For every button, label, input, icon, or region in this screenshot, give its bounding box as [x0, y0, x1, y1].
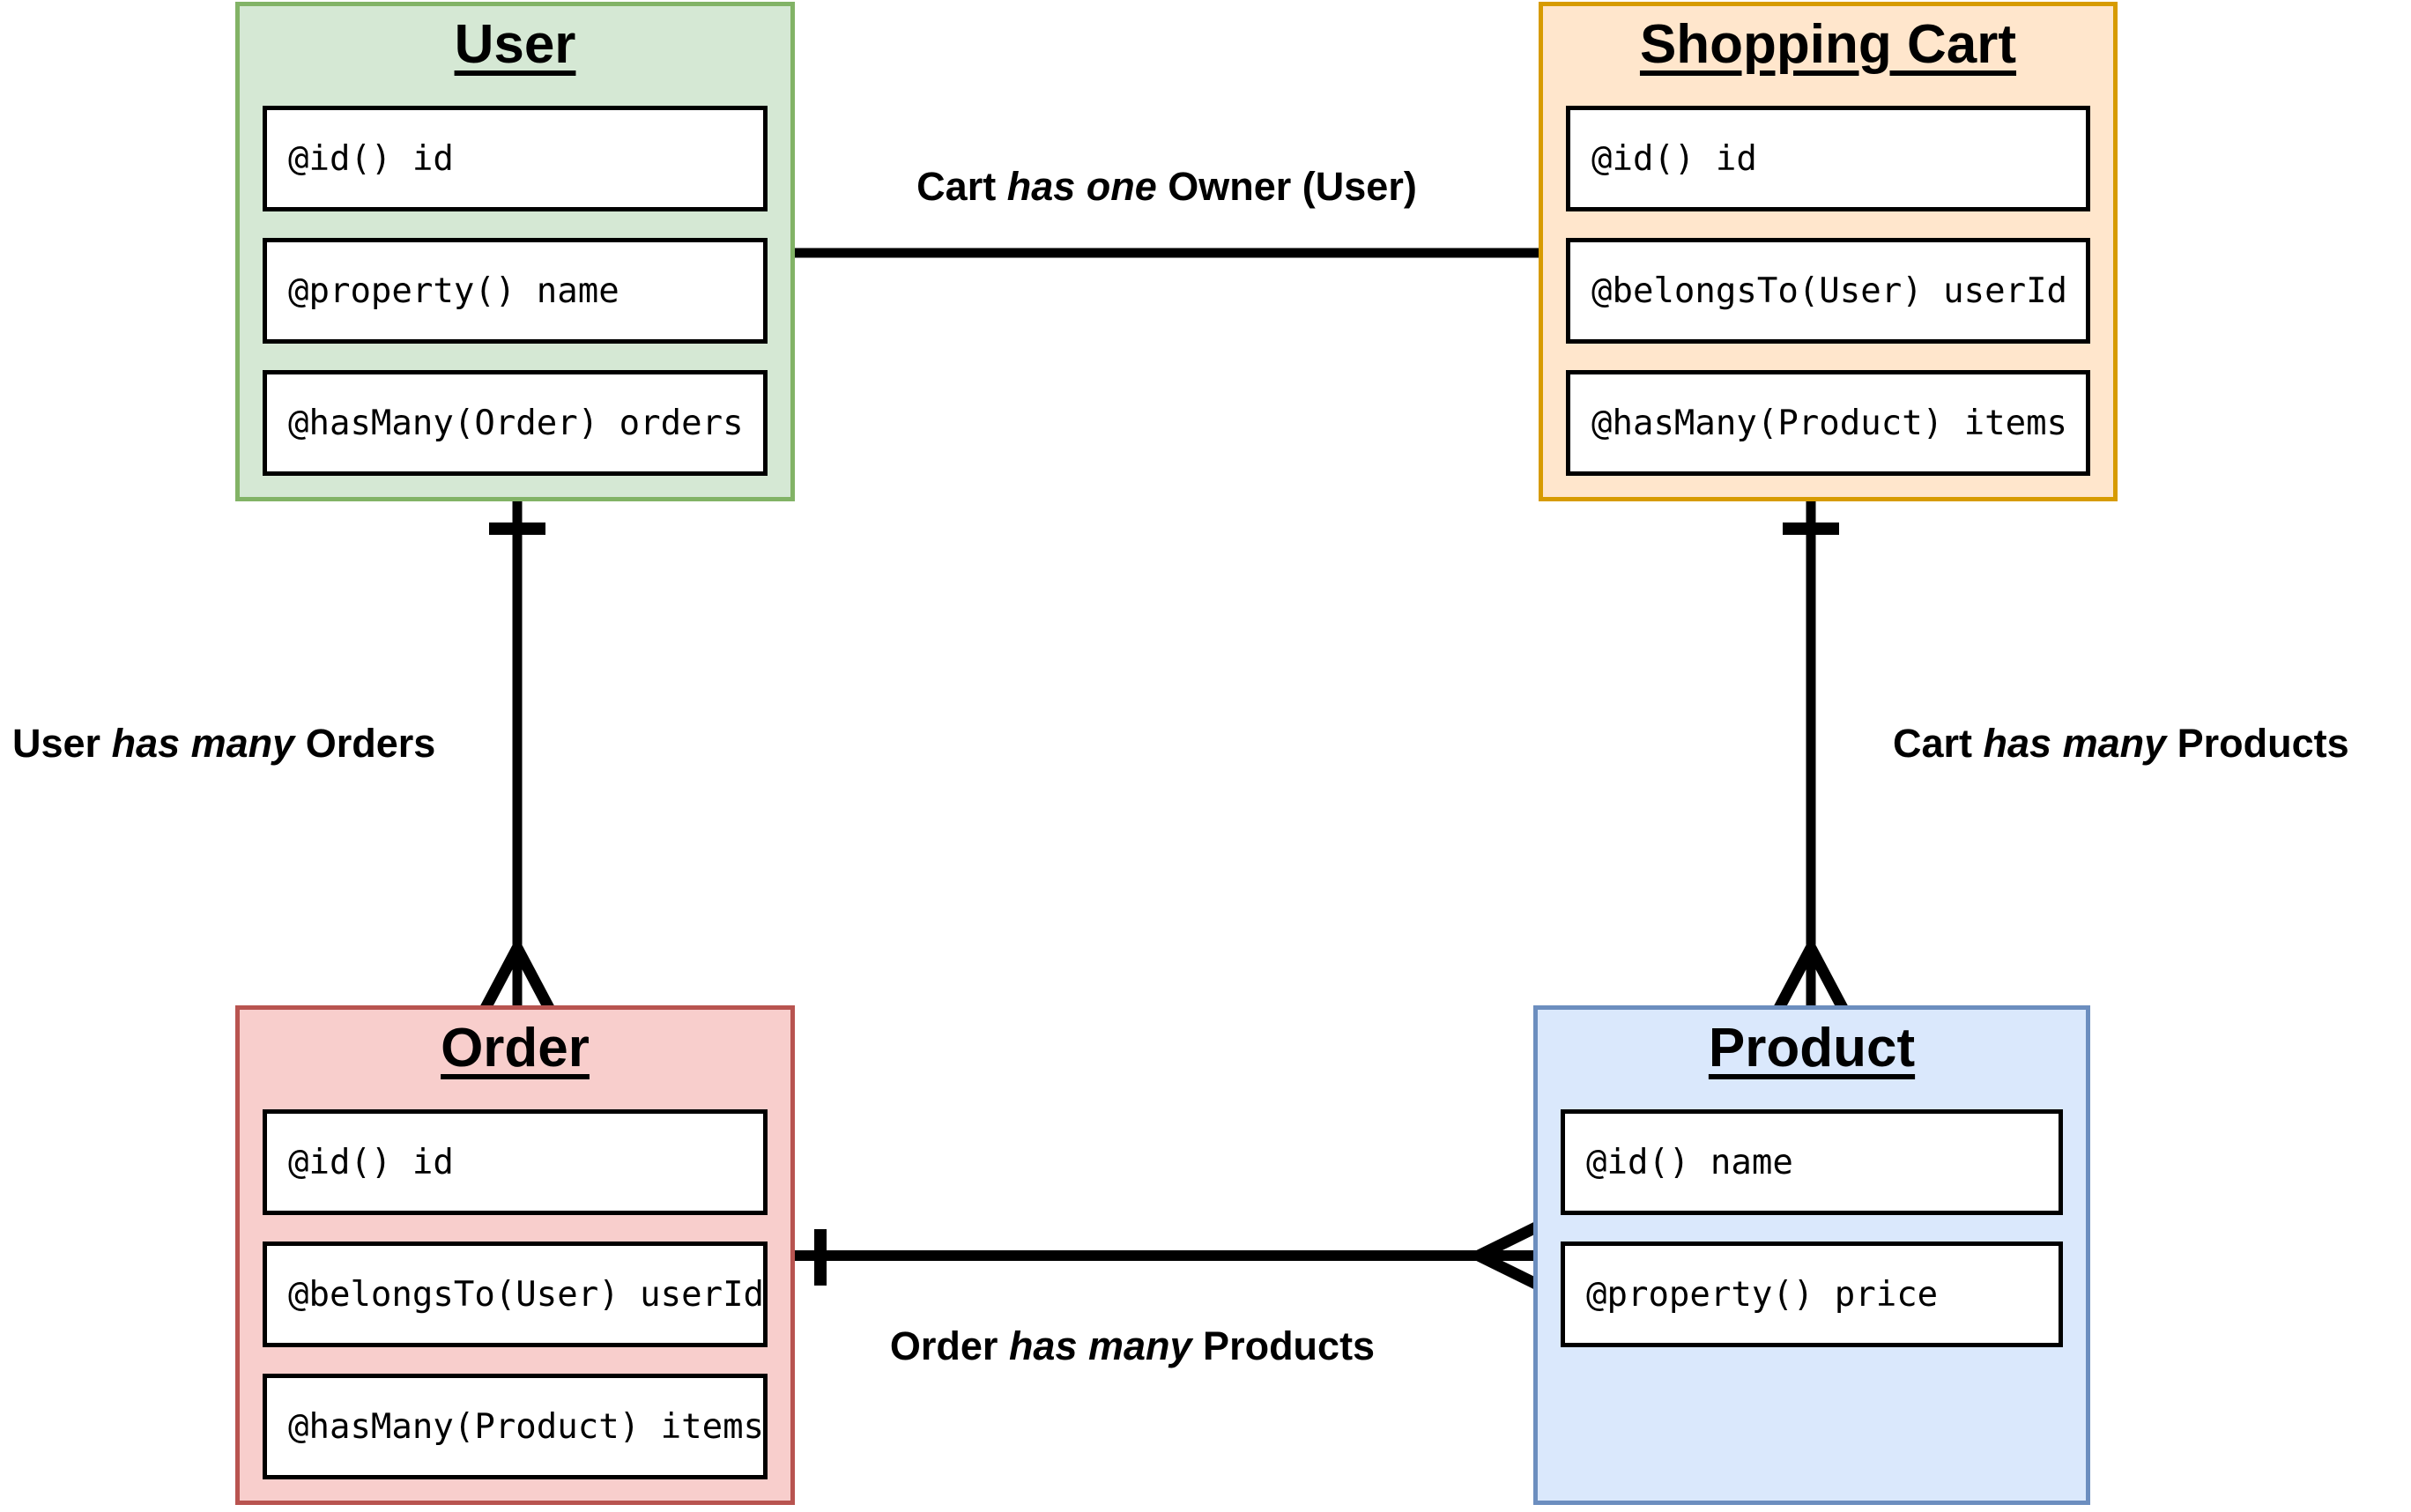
label-text: Cart	[916, 164, 1007, 209]
label-text: User	[12, 721, 112, 766]
label-text-italic: has one	[1006, 164, 1157, 209]
field-row: @belongsTo(User) userId	[263, 1241, 768, 1347]
entity-order-title: Order	[441, 1018, 590, 1078]
field-text: @property() price	[1586, 1274, 1939, 1315]
entity-product-title: Product	[1708, 1018, 1916, 1078]
field-text: @id() id	[288, 138, 454, 179]
field-row: @id() id	[263, 106, 768, 211]
label-text: Products	[2166, 721, 2349, 766]
relationship-label-order-products: Order has many Products	[795, 1323, 1470, 1369]
crow-foot-top-prong-order-products	[1476, 1221, 1540, 1261]
relationship-label-cart-owner: Cart has one Owner (User)	[795, 164, 1539, 210]
field-text: @id() name	[1586, 1142, 1793, 1182]
field-text: @hasMany(Order) orders	[288, 403, 744, 443]
field-row: @hasMany(Product) items	[263, 1374, 768, 1479]
field-text: @id() id	[288, 1142, 454, 1182]
field-row: @id() id	[1566, 106, 2090, 211]
field-text: @id() id	[1591, 138, 1757, 179]
field-text: @property() name	[288, 271, 619, 311]
field-row: @property() name	[263, 238, 768, 344]
field-row: @hasMany(Order) orders	[263, 370, 768, 476]
field-row: @belongsTo(User) userId	[1566, 238, 2090, 344]
crow-foot-left-prong-cart-products	[1774, 945, 1816, 1012]
field-row: @hasMany(Product) items	[1566, 370, 2090, 476]
label-text: Order	[889, 1323, 1009, 1368]
entity-shopping-cart: Shopping Cart @id() id @belongsTo(User) …	[1539, 2, 2118, 501]
field-text: @hasMany(Product) items	[288, 1406, 765, 1447]
crow-foot-right-prong-orders	[512, 945, 554, 1012]
entity-user: User @id() id @property() name @hasMany(…	[235, 2, 795, 501]
field-row: @property() price	[1561, 1241, 2063, 1347]
field-text: @belongsTo(User) userId	[288, 1274, 765, 1315]
relationship-label-cart-products: Cart has many Products	[1893, 721, 2349, 767]
label-text: Products	[1191, 1323, 1376, 1368]
field-text: @belongsTo(User) userId	[1591, 271, 2068, 311]
entity-order: Order @id() id @belongsTo(User) userId @…	[235, 1005, 795, 1505]
entity-user-title: User	[454, 14, 576, 75]
field-row: @id() id	[263, 1109, 768, 1215]
label-text: Cart	[1893, 721, 1984, 766]
entity-product: Product @id() name @property() price	[1533, 1005, 2090, 1505]
label-text: Owner (User)	[1156, 164, 1417, 209]
crow-foot-left-prong-orders	[480, 945, 523, 1012]
field-row: @id() name	[1561, 1109, 2063, 1215]
field-text: @hasMany(Product) items	[1591, 403, 2068, 443]
label-text: Orders	[294, 721, 436, 766]
label-text-italic: has many	[1983, 721, 2167, 766]
crow-foot-bottom-prong-order-products	[1476, 1250, 1540, 1290]
label-text-italic: has many	[1008, 1323, 1192, 1368]
entity-shopping-cart-title: Shopping Cart	[1639, 14, 2017, 75]
label-text-italic: has many	[111, 721, 295, 766]
crow-foot-right-prong-cart-products	[1806, 945, 1848, 1012]
relationship-label-user-orders: User has many Orders	[12, 721, 435, 767]
